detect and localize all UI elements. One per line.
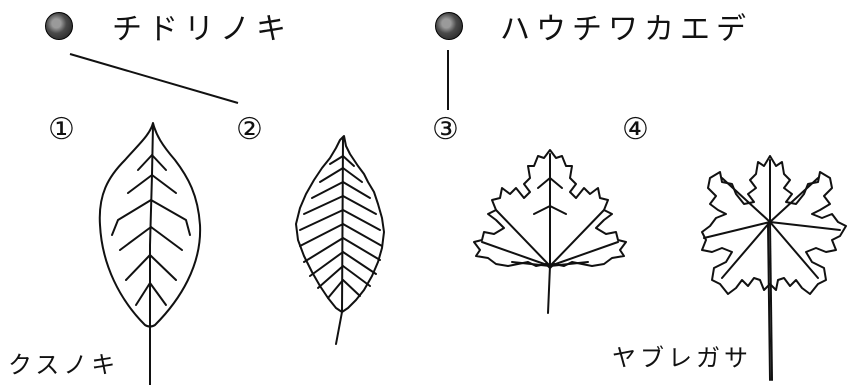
leaf-number-1: ① <box>48 112 75 147</box>
leaf-number-2: ② <box>236 112 263 147</box>
leaf-number-3: ③ <box>432 112 459 147</box>
caption-leaf-1: クスノキ <box>8 345 119 380</box>
leaf-2-drawing <box>288 132 398 347</box>
caption-leaf-4: ヤブレガサ <box>612 338 752 373</box>
leaf-3-drawing <box>472 148 632 318</box>
leaf-number-4: ④ <box>622 112 649 147</box>
connector-line-left <box>70 54 238 103</box>
